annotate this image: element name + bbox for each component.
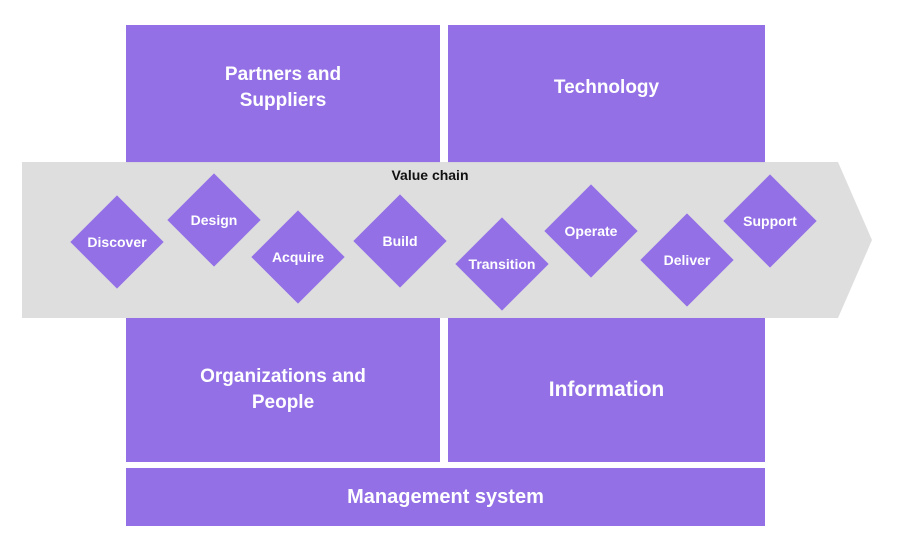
stage-design-label: Design — [190, 212, 238, 228]
stage-deliver-label: Deliver — [663, 252, 711, 268]
partners-and-suppliers-label: Partners and Suppliers — [224, 64, 342, 111]
stage-operate-label: Operate — [564, 223, 618, 239]
organizations-and-people-label: Organizations and People — [200, 366, 366, 413]
management-system-label: Management system — [347, 485, 544, 508]
management-system-bar: Management system — [126, 468, 765, 526]
value-chain-title: Value chain — [391, 167, 469, 183]
stage-build-label: Build — [382, 233, 418, 249]
technology-box: Technology — [448, 25, 765, 163]
stage-acquire-label: Acquire — [271, 249, 325, 265]
stage-transition-label: Transition — [468, 256, 536, 272]
technology-label: Technology — [553, 77, 660, 99]
stage-support-label: Support — [743, 213, 797, 229]
partners-and-suppliers-box: Partners and Suppliers — [126, 25, 440, 163]
information-label: Information — [548, 377, 665, 401]
information-box: Information — [448, 318, 765, 462]
organizations-and-people-box: Organizations and People — [126, 318, 440, 462]
stage-discover-label: Discover — [87, 234, 147, 250]
